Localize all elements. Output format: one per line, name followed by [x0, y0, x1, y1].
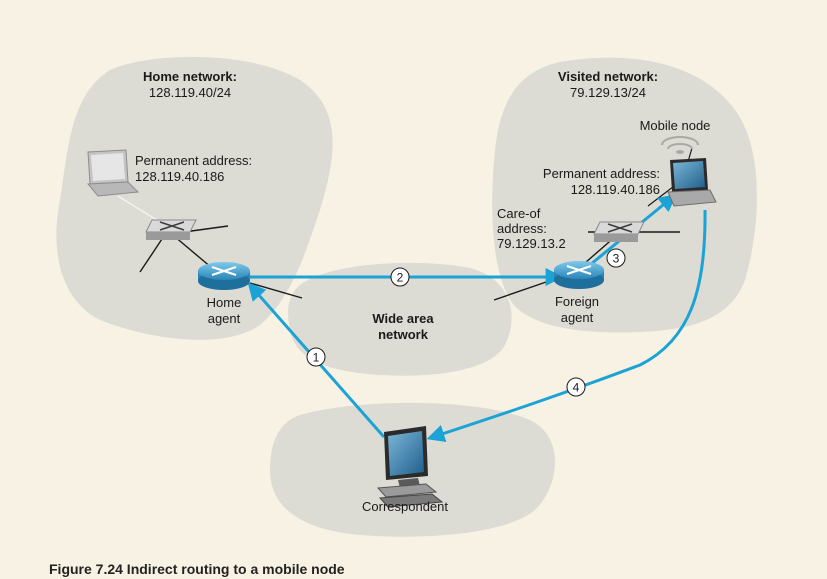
- visited-network-region: [492, 57, 757, 333]
- visited-network-subnet: 79.129.13/24: [570, 85, 646, 100]
- home-switch-icon: [145, 219, 197, 240]
- home-network-region: [56, 56, 333, 340]
- step-1-badge: 1: [306, 347, 326, 367]
- home-laptop-address-label: Permanent address:: [135, 153, 252, 168]
- home-laptop-address-value: 128.119.40.186: [135, 169, 224, 184]
- step-3-badge: 3: [606, 248, 626, 268]
- home-agent-label-line2: agent: [208, 311, 241, 326]
- wide-area-network-region: [288, 262, 512, 376]
- step-4-badge: 4: [566, 377, 586, 397]
- foreign-agent-label-line1: Foreign: [555, 294, 599, 309]
- correspondent-computer-icon: [376, 426, 444, 508]
- care-of-label-line1: Care-of: [497, 206, 541, 221]
- wan-to-foreign-agent-link: [493, 279, 553, 301]
- switch-to-home-agent-link: [173, 235, 213, 269]
- home-network-title: Home network:: [143, 69, 237, 84]
- home-agent-router-icon: [198, 262, 250, 290]
- wan-label-line2: network: [378, 327, 429, 342]
- mobile-permanent-address-value: 128.119.40.186: [571, 182, 660, 197]
- home-laptop-icon: [86, 149, 140, 197]
- correspondent-label: Correspondent: [362, 499, 448, 514]
- foreign-agent-router-icon: [554, 261, 604, 289]
- mobile-permanent-address-label: Permanent address:: [543, 166, 660, 181]
- care-of-label-line2: address:: [497, 221, 547, 236]
- home-switch-left-link: [139, 235, 165, 273]
- home-switch-right-link: [183, 225, 229, 233]
- foreign-agent-label-line2: agent: [561, 310, 594, 325]
- svg-text:3: 3: [613, 252, 620, 266]
- home-agent-label-line1: Home: [207, 295, 242, 310]
- svg-text:2: 2: [397, 271, 404, 285]
- mobile-node-label: Mobile node: [640, 118, 711, 133]
- home-network-subnet: 128.119.40/24: [149, 85, 231, 100]
- arrow-4: [426, 209, 707, 443]
- visited-switch-icon: [593, 221, 645, 242]
- mobile-node-laptop-icon: [661, 136, 717, 207]
- wan-label-line1: Wide area: [372, 311, 434, 326]
- svg-text:4: 4: [573, 381, 580, 395]
- laptop-to-switch-link: [117, 195, 161, 223]
- svg-text:1: 1: [313, 351, 320, 365]
- step-2-badge: 2: [390, 267, 410, 287]
- figure-caption: Figure 7.24 Indirect routing to a mobile…: [49, 561, 345, 577]
- care-of-address-value: 79.129.13.2: [497, 236, 566, 251]
- visited-network-title: Visited network:: [558, 69, 658, 84]
